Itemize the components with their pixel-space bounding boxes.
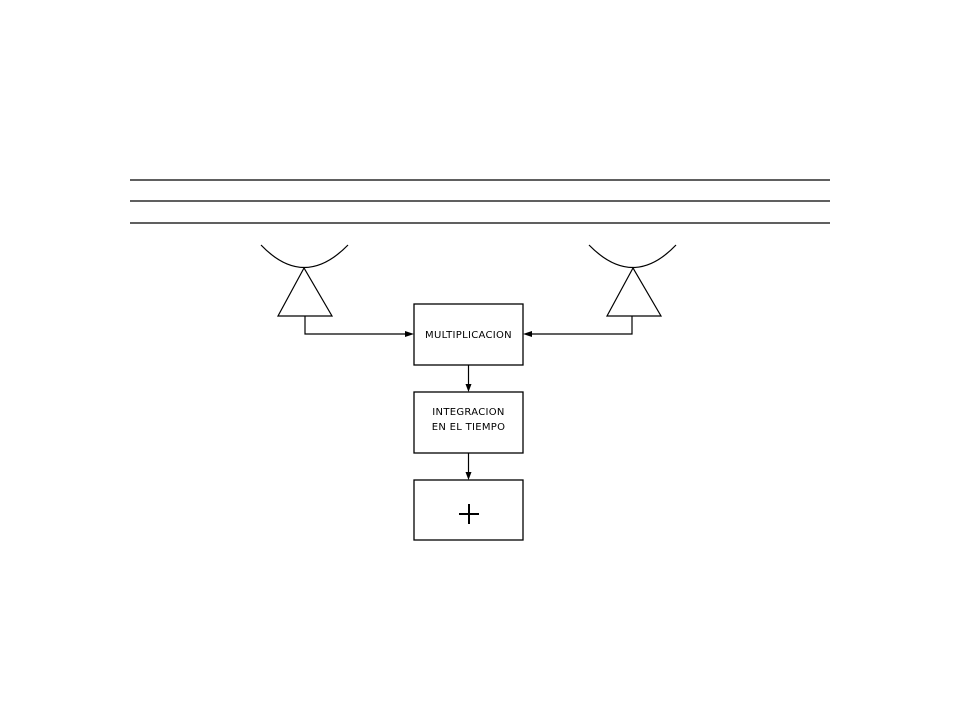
integration-label-line-1: INTEGRACION (432, 407, 504, 418)
left-dish (260, 244, 349, 268)
right-antenna-mount (605, 266, 663, 317)
down-arrowhead-icon (465, 384, 472, 392)
right-dish (588, 244, 677, 268)
multiplication-box (413, 303, 524, 366)
left-arrowhead-icon (405, 331, 414, 337)
left-antenna-mount (276, 266, 334, 317)
left-signal-path (304, 316, 410, 335)
integration-label-line-2: EN EL TIEMPO (432, 422, 506, 433)
plus-icon (459, 504, 479, 524)
right-signal-path (527, 316, 633, 335)
right-antenna-icon (588, 244, 677, 317)
down-arrowhead-icon (465, 472, 472, 480)
left-antenna-icon (260, 244, 349, 317)
multiplication-label: MULTIPLICACION (425, 330, 512, 341)
right-arrowhead-icon (523, 331, 532, 337)
